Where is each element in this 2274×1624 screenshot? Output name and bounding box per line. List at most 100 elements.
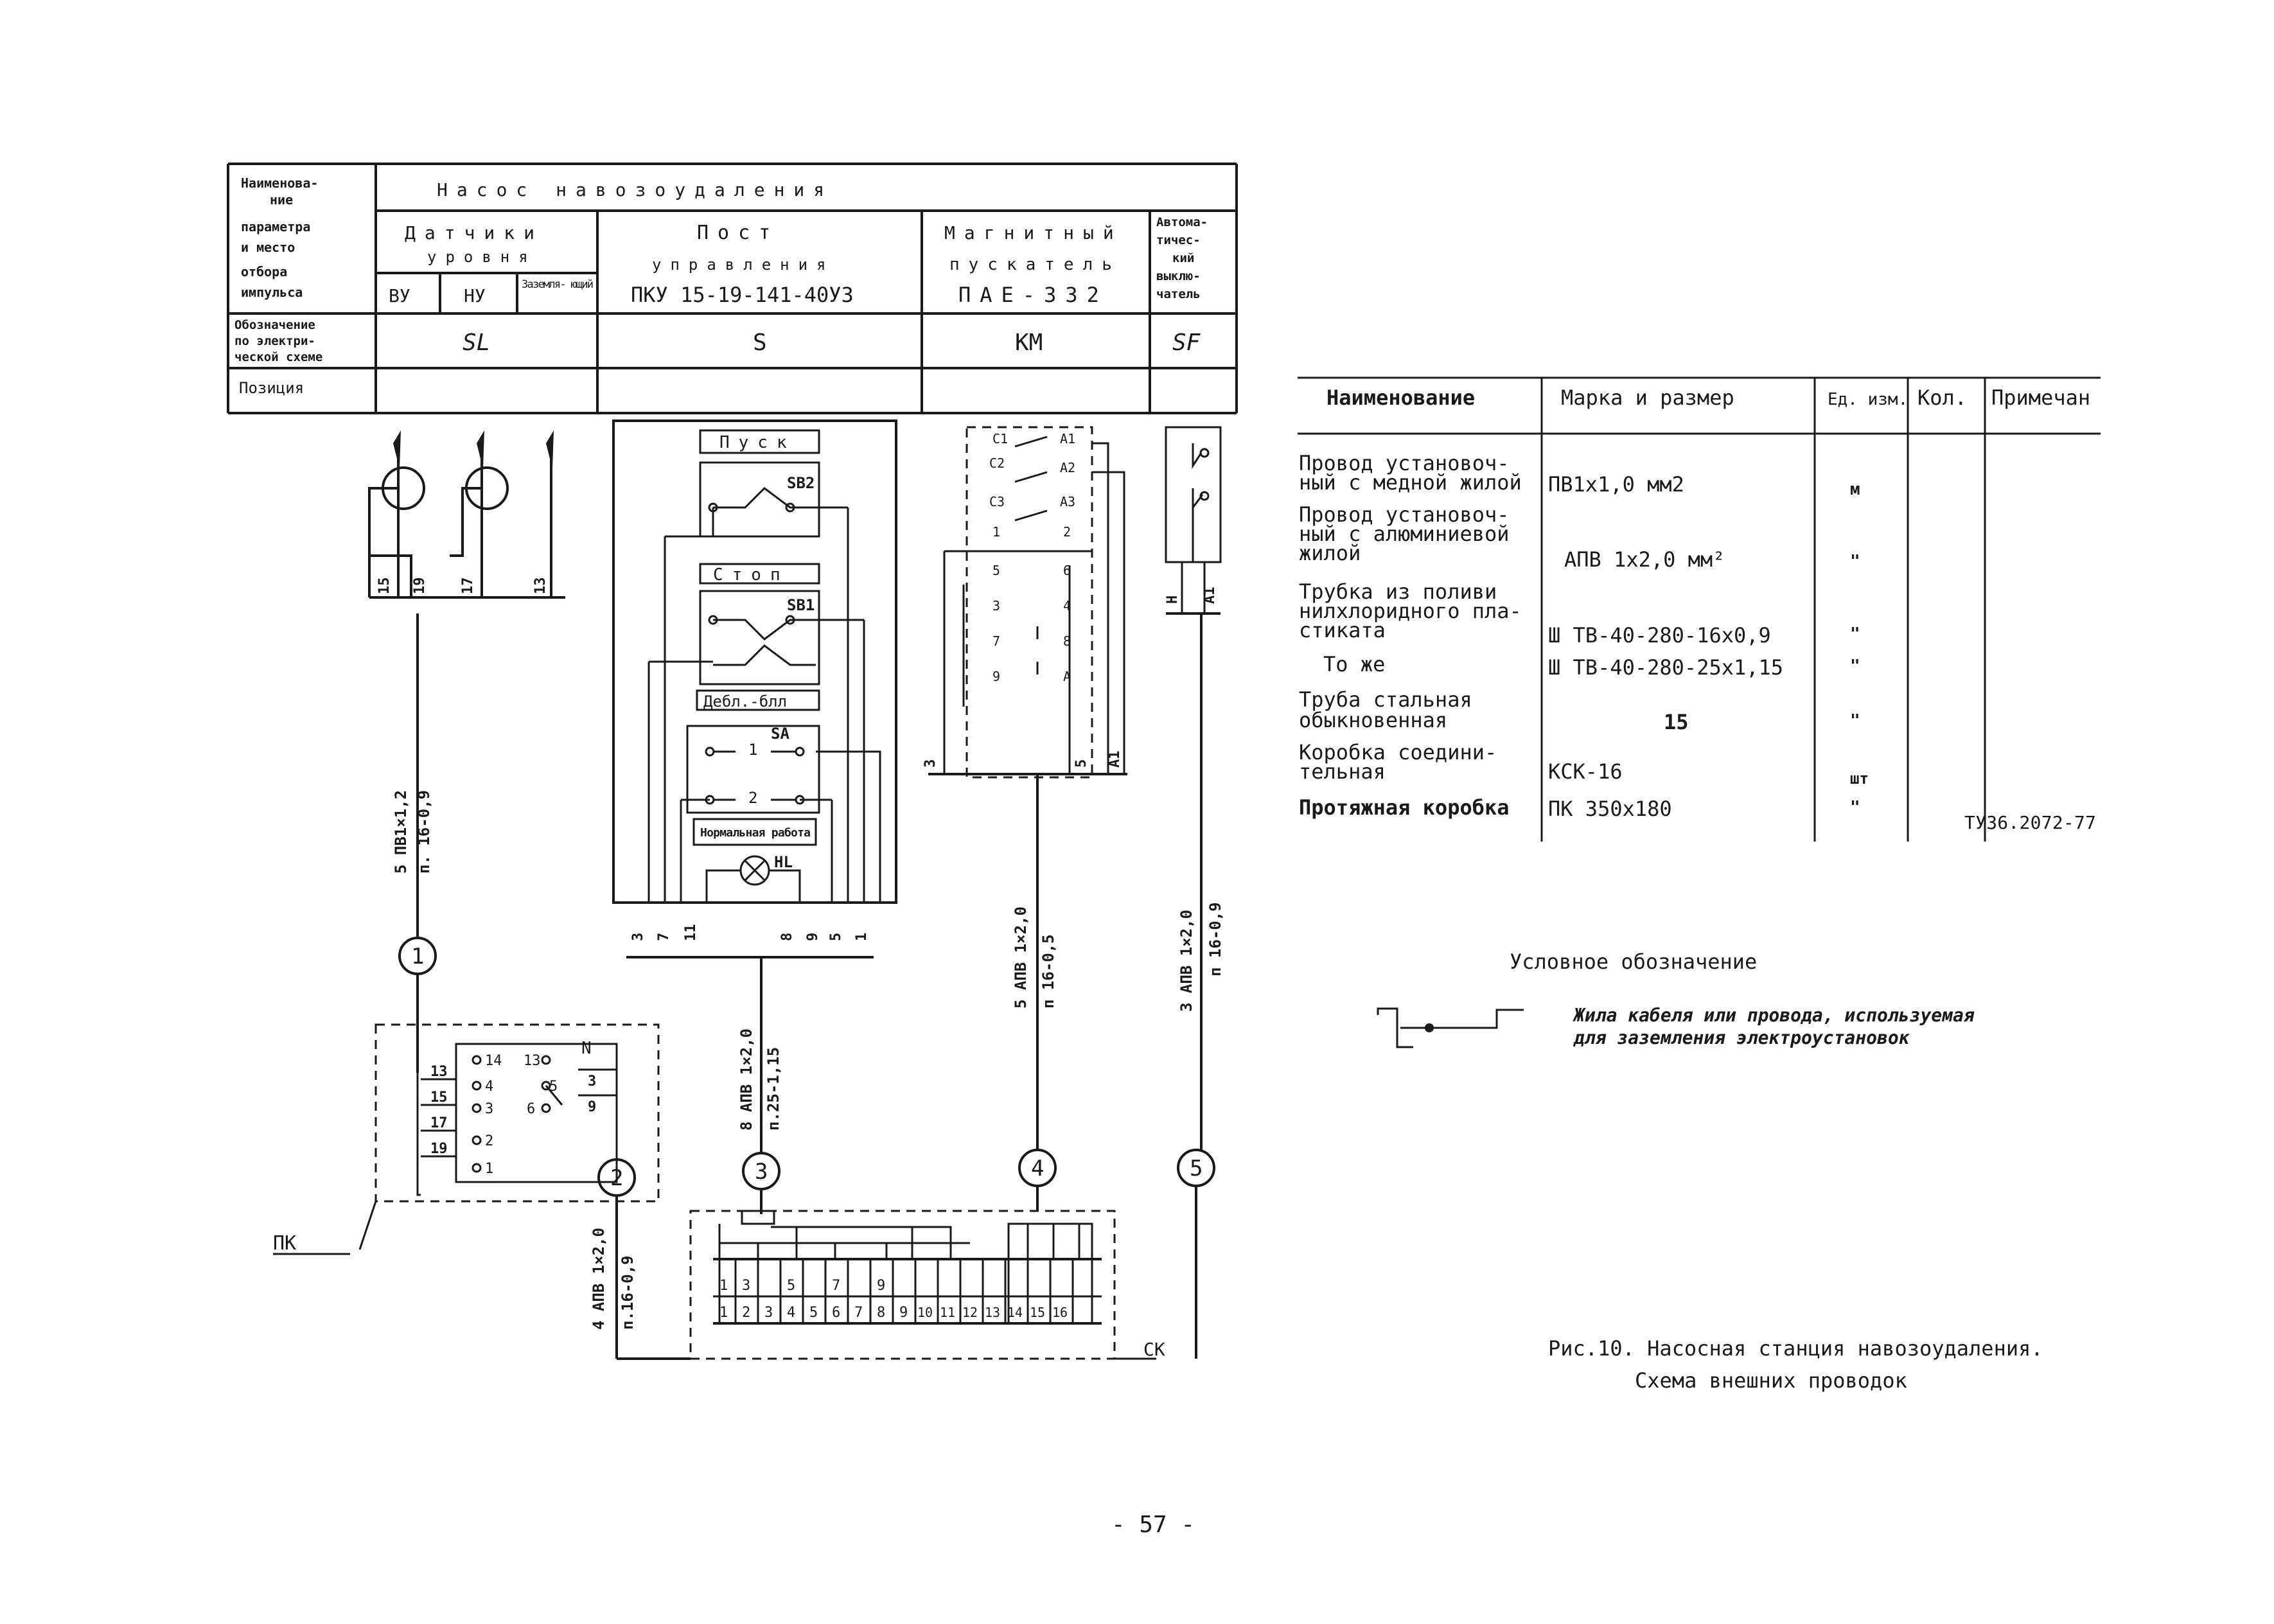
term-15: 15 <box>1030 1305 1045 1320</box>
term-13: 13 <box>985 1305 1000 1320</box>
row-label-param-3: отбора <box>241 264 287 279</box>
ck-label: СК <box>1143 1339 1165 1360</box>
starter-term-1: 1 <box>992 524 1000 540</box>
post-start-label: Пуск <box>719 433 796 452</box>
post-sb2-label: SB2 <box>787 474 815 492</box>
spec-row-4-mark: Ш ТВ-40-280-25х1,15 <box>1548 655 1783 680</box>
starter-title: Магнитный <box>944 222 1123 243</box>
starter-term-c3: С3 <box>989 494 1005 509</box>
spec-row-7-name-1: Протяжная коробка <box>1299 795 1510 820</box>
starter-wire-3: 3 <box>922 759 939 768</box>
spec-row-7-unit: " <box>1850 798 1860 817</box>
cable-2: 2 4 АПВ 1×2,0 п.16-0,9 <box>590 1158 691 1360</box>
sensor-wire-13: 13 <box>533 578 549 595</box>
sensor-vu: ВУ <box>389 285 410 306</box>
starter-term-c1: С1 <box>992 431 1008 446</box>
pk-term-13: 13 <box>524 1053 541 1069</box>
spec-header-qty: Кол. <box>1917 385 1967 410</box>
pk-right-3: 3 <box>588 1073 596 1090</box>
row-label-designation-2: по электри- <box>234 334 315 348</box>
spec-row-3-mark: Ш ТВ-40-280-16х0,9 <box>1548 623 1771 648</box>
post-title: Пост <box>697 222 779 244</box>
term-5: 5 <box>809 1305 818 1321</box>
cable-5-tube: п 16-0,9 <box>1206 902 1224 976</box>
legend-text-2: для заземления электроустановок <box>1573 1027 1910 1048</box>
spec-row-3-name-3: стиката <box>1299 618 1386 642</box>
spec-row-6-name-2: тельная <box>1299 759 1386 784</box>
breaker-title-2: тичес- <box>1156 233 1201 247</box>
starter-term-7: 7 <box>992 633 1000 649</box>
row-label-name-2: ние <box>270 192 293 207</box>
starter-model: ПАЕ-332 <box>958 283 1108 307</box>
starter-term-3: 3 <box>992 598 1000 613</box>
term-14: 14 <box>1007 1305 1023 1320</box>
spec-row-1-mark: ПВ1х1,0 мм2 <box>1548 472 1684 497</box>
breaker-wire-n: Н <box>1165 596 1181 604</box>
post-sa-1: 1 <box>748 741 757 759</box>
row-label-param-1: параметра <box>241 219 310 234</box>
spec-row-3-name-2: нилхлоридного пла- <box>1299 599 1522 623</box>
spec-row-4-name-1: То же <box>1323 652 1385 676</box>
post-stop-label: Стоп <box>713 565 789 585</box>
sensors-title: Датчики <box>405 222 543 243</box>
post-model: ПКУ 15-19-141-40У3 <box>631 283 854 307</box>
spec-header-mark: Марка и размер <box>1561 385 1734 410</box>
cable-3-tube: п.25-1,15 <box>764 1047 782 1131</box>
cable-1: 5 ПВ1×1,2 п. 16-0,9 1 <box>392 790 437 1073</box>
spec-row-1-name-1: Провод установоч- <box>1299 451 1510 475</box>
post-subtitle: управления <box>652 256 835 274</box>
post-wire-5: 5 <box>828 933 844 941</box>
caption-line-1: Рис.10. Насосная станция навозоудаления. <box>1548 1336 2043 1361</box>
legend-title: Условное обозначение <box>1510 949 1757 974</box>
sensor-wire-17: 17 <box>460 578 476 595</box>
breaker-title-5: чатель <box>1156 287 1201 301</box>
term-10: 10 <box>917 1305 933 1320</box>
spec-row-5-name-2: обыкновенная <box>1299 708 1447 732</box>
sensor-ground: Заземля- ющий <box>522 278 594 291</box>
level-sensors: 15 19 17 13 <box>368 430 565 938</box>
starter-term-9: 9 <box>992 669 1000 684</box>
spec-header-name: Наименование <box>1326 385 1475 410</box>
starter-term-2: 2 <box>1063 524 1071 540</box>
cable-1-tube: п. 16-0,9 <box>415 790 433 874</box>
cable-1-mark: 5 ПВ1×1,2 <box>392 790 410 874</box>
post-code: S <box>753 330 767 356</box>
row-label-param-4: импульса <box>241 285 303 300</box>
row-label-name-1: Наименова- <box>241 175 318 191</box>
spec-row-2-name-1: Провод установоч- <box>1299 502 1510 527</box>
breaker-title-3: кий <box>1172 251 1194 265</box>
cable-3: 8 АПВ 1×2,0 п.25-1,15 3 <box>737 1028 782 1214</box>
row-label-position: Позиция <box>239 379 304 397</box>
sensors-code: SL <box>463 330 490 356</box>
term-11: 11 <box>940 1305 955 1320</box>
post-sa-label: SA <box>771 725 789 743</box>
breaker-code: SF <box>1172 330 1201 356</box>
term-top-1: 1 <box>719 1278 728 1294</box>
pk-term-1: 1 <box>485 1161 493 1177</box>
spec-row-1-name-2: ный с медной жилой <box>1299 470 1522 495</box>
post-wire-1: 1 <box>854 933 870 941</box>
spec-row-7-note: ТУ36.2072-77 <box>1964 812 2096 833</box>
spec-row-6-name-1: Коробка соедини- <box>1299 740 1497 764</box>
circuit-breaker: Н А1 <box>1165 426 1222 1150</box>
cable-2-tube: п.16-0,9 <box>619 1255 637 1330</box>
term-12: 12 <box>962 1305 978 1320</box>
header-table: Наименова- ние параметра и место отбора … <box>227 163 1238 414</box>
row-label-designation-1: Обозначение <box>234 318 315 332</box>
term-3: 3 <box>764 1305 773 1321</box>
spec-row-2-mark: АПВ 1х2,0 мм² <box>1564 547 1725 572</box>
spec-header-unit: Ед. изм. <box>1828 390 1908 409</box>
term-top-9: 9 <box>877 1278 885 1294</box>
starter-code: КМ <box>1015 330 1043 356</box>
spec-row-2-name-2: ный с алюминиевой <box>1299 522 1510 546</box>
pk-right-9: 9 <box>588 1099 596 1115</box>
pk-term-4: 4 <box>485 1079 493 1095</box>
term-top-3: 3 <box>742 1278 750 1294</box>
term-6: 6 <box>832 1305 840 1321</box>
term-top-7: 7 <box>832 1278 840 1294</box>
starter-wire-a1: А1 <box>1107 751 1123 768</box>
spec-header-note: Примечан <box>1991 385 2090 410</box>
post-wire-11: 11 <box>683 924 699 942</box>
spec-row-6-mark: КСК-16 <box>1548 759 1623 784</box>
